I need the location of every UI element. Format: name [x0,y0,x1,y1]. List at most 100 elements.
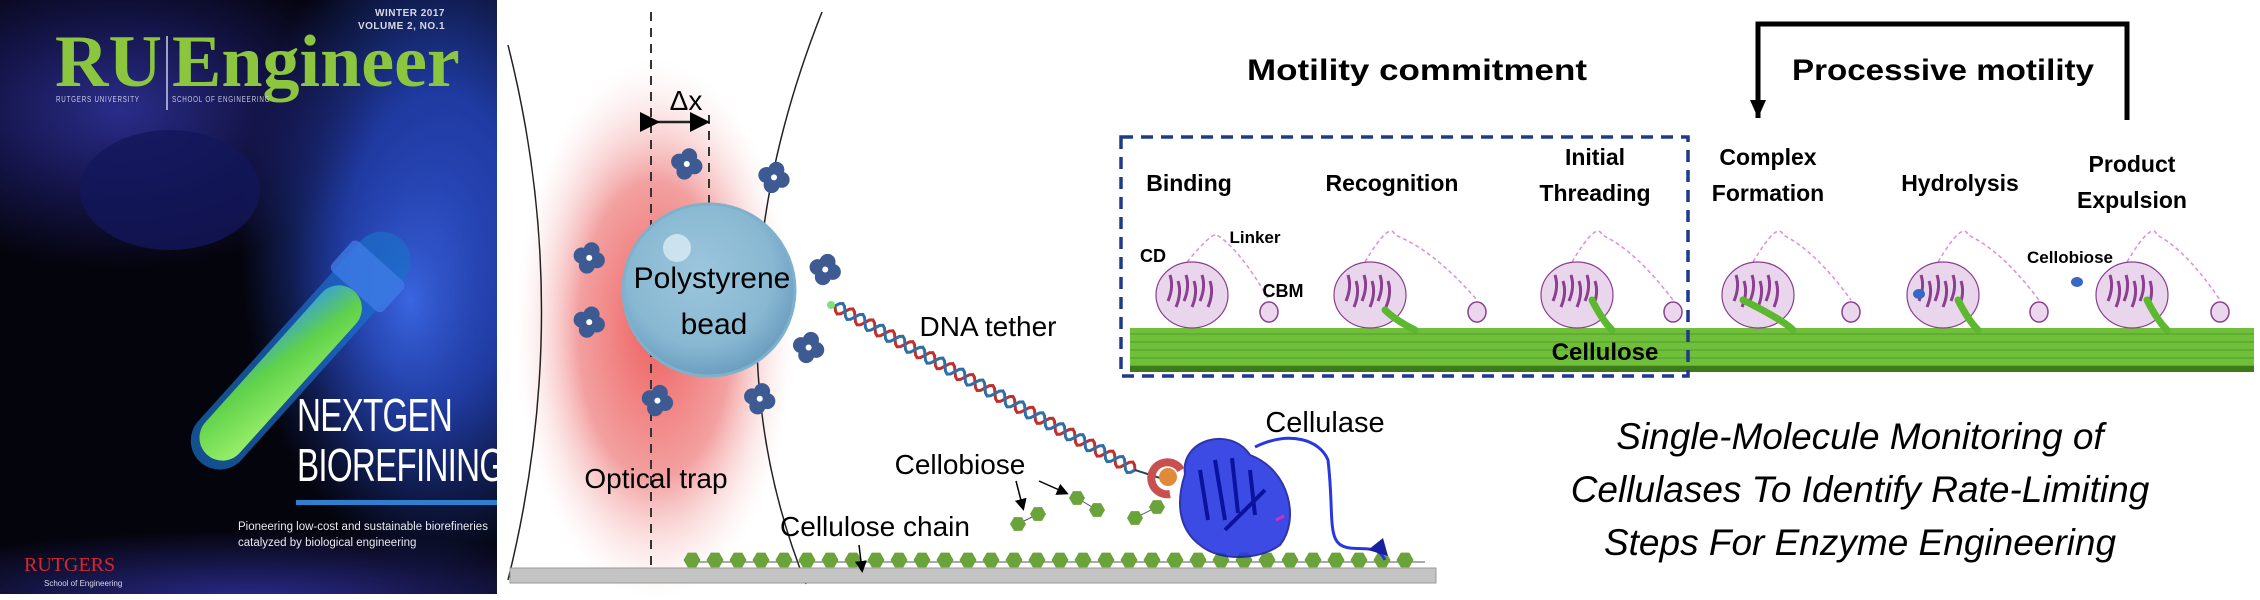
linker-icon [1364,230,1478,301]
beta-strand [1198,274,1206,302]
streptavidin-icon [1147,458,1185,499]
cover-subtitle-line1: Pioneering low-cost and sustainable bior… [238,521,488,533]
cellobiose-glucose [1127,511,1143,525]
beta-strand [1352,280,1360,308]
enzyme-state [1721,230,1861,334]
glucose-unit [867,552,885,568]
beta-strand [1360,274,1368,302]
glucose-unit [775,552,793,568]
bead-protein-icon [792,331,825,364]
cbm-icon [1841,301,1861,323]
issue-date: WINTER 2017 [375,8,445,19]
fibril-shadow [1130,366,2254,372]
dna-linker [1134,469,1161,479]
cellulase-enzyme [1179,436,1388,561]
cellobiose-product-label: Cellobiose [2027,248,2113,267]
beta-strand [2138,274,2146,302]
glucose-unit [798,552,816,568]
beta-strand [2114,280,2122,308]
bead-label-line2: bead [681,308,748,341]
enzyme-state [1333,230,1487,334]
cellobiose-glucose [1010,517,1026,531]
beta-strand [1583,274,1591,302]
cbm-label: CBM [1263,281,1304,301]
cbm-icon [1259,301,1279,323]
cellulose-chain-arrow [854,544,867,573]
bead-protein-icon [573,242,605,274]
beta-strand [2122,274,2130,302]
headline-line1: NEXTGEN [297,389,453,441]
beta-strand [1740,280,1748,308]
linker-icon [2126,230,2221,301]
bead-protein-icon [573,306,605,338]
catalytic-domain-icon [1721,261,1795,329]
cycle-arrowhead-icon [1750,100,1766,118]
glucose-unit [1074,552,1092,568]
glucose-unit [1304,552,1322,568]
enzyme-state [1906,230,2049,334]
beta-strand [1567,274,1575,302]
caption: Single-Molecule Monitoring of Cellulases… [1480,410,2240,569]
surface-substrate [509,567,1437,584]
beta-strand [1206,280,1214,308]
step-label-line1: Complex [1719,144,1816,170]
cellulase-label: Cellulase [1265,407,1384,439]
masthead-engineer: Engineer [172,21,460,103]
glucose-unit [1258,552,1276,568]
school-name: SCHOOL OF ENGINEERING [172,95,271,104]
step-label-line2: Threading [1539,180,1650,206]
enzyme-state [1155,234,1279,329]
beta-strand [1764,274,1772,302]
cellobiose-glucose [1069,491,1085,505]
bead-highlight [663,234,691,262]
beta-strand [1166,274,1174,302]
bead-protein-icon [671,148,703,180]
biotin-icon [1159,468,1177,486]
beta-strand [1748,274,1756,302]
cover-photo [80,100,497,500]
linker-icon [1571,230,1674,301]
phase-motility-commitment: Motility commitment [1247,54,1587,87]
cellulose-strand-icon [2143,296,2171,334]
dna-tether-label: DNA tether [920,311,1057,342]
step-label-line1: Hydrolysis [1901,170,2019,196]
cbm-icon [1467,301,1487,323]
glucose-unit [821,552,839,568]
background-blob [80,130,260,250]
glove-hand [290,100,497,500]
enzyme-states [1155,230,2230,334]
caption-line2: Cellulases To Identify Rate-Limiting [1570,469,2150,510]
glucose-unit [1373,552,1391,568]
phase-processive-motility: Processive motility [1792,54,2094,87]
glucose-unit [1143,552,1161,568]
headline-rule [296,500,497,505]
glucose-unit [1166,552,1184,568]
beta-strand [1559,280,1567,308]
masthead-ru: RU [55,21,162,103]
glucose-unit [1097,552,1115,568]
rutgers-logo: RUTGERS [24,554,116,576]
beta-strand [2106,274,2114,302]
glucose-unit [959,552,977,568]
cellulose-strand-icon [1588,296,1616,334]
cellobiose-glucose [1149,500,1165,514]
cellulose-fibril-texture [1130,333,2254,372]
bead-attachment [827,301,835,309]
step-label-line2: Expulsion [2077,187,2187,213]
cellulose-chain-label: Cellulose chain [780,511,970,542]
bead-protein-icon [758,161,790,194]
caption-line1: Single-Molecule Monitoring of [1616,416,2104,457]
beta-strand [1344,274,1352,302]
issue-volume: VOLUME 2, NO.1 [357,21,445,32]
bead-protein-icon [744,383,776,415]
bead-label-line1: Polystyrene [634,262,791,295]
linker-icon [1186,234,1270,301]
test-tube [190,231,411,470]
cbm-icon [2210,301,2230,323]
cd-label: CD [1140,246,1166,266]
beta-strand [1190,280,1198,308]
enzyme-state [1540,230,1683,334]
cbm-icon [1663,301,1683,323]
